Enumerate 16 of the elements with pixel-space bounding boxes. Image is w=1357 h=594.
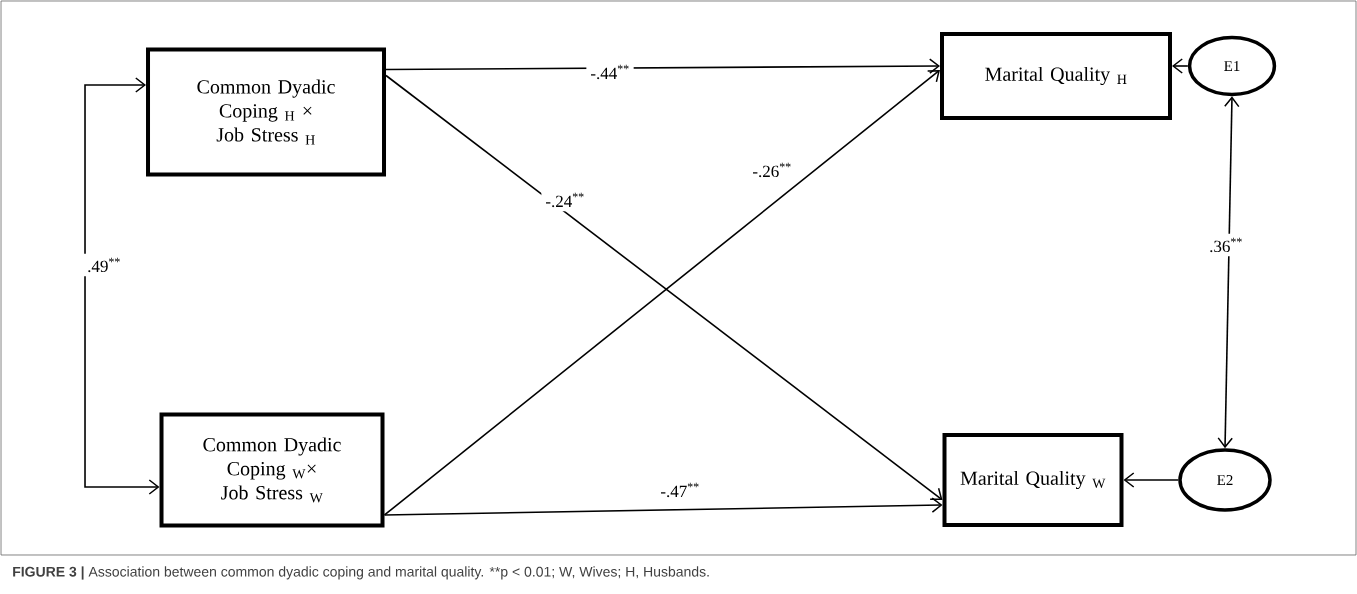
edge-label: -.44$^{**}$	[586, 60, 634, 84]
variable-box: Marital Quality $_{H}$	[940, 32, 1172, 120]
caption: FIGURE 3 | Association between common dyadic coping and marital quality. **p < 0.01; W, Wives; H, Husbands.	[13, 566, 709, 580]
arrow	[1217, 96, 1240, 449]
variable-box: Common Dyadic Coping $_{H}$ × Job Stress $_{H}$	[146, 47, 386, 177]
edge-label: .49$^{**}$	[83, 253, 125, 277]
edge-label: -.24$^{**}$	[541, 188, 589, 212]
variable-box: Marital Quality $_{W}$	[942, 433, 1124, 527]
edge-label: -.26$^{**}$	[748, 158, 796, 182]
edge-label: -.47$^{**}$	[656, 478, 704, 502]
arrow	[383, 497, 943, 516]
arrow	[84, 77, 160, 495]
arrow	[1123, 472, 1180, 488]
edge-label: .36$^{**}$	[1205, 233, 1247, 257]
variable-box: Common Dyadic Coping $_{W}$× Job Stress $_{W}$	[159, 412, 385, 528]
arrow	[385, 58, 940, 74]
